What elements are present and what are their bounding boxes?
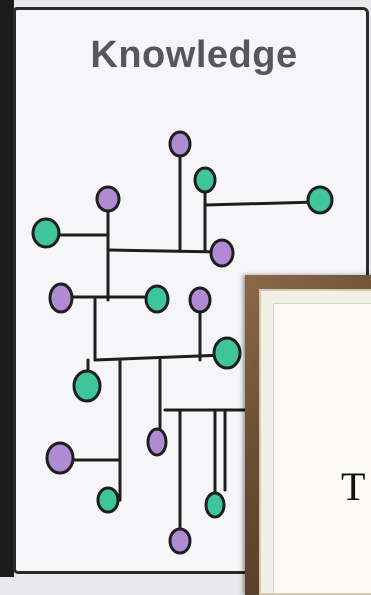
frame-canvas <box>273 303 371 593</box>
node-purple <box>47 443 73 473</box>
node-green <box>214 338 240 368</box>
node-purple <box>148 429 166 455</box>
node-purple <box>211 240 233 266</box>
node-green <box>195 168 215 192</box>
node-green <box>74 371 100 401</box>
node-purple <box>50 284 72 312</box>
node-purple <box>190 288 210 312</box>
node-green <box>308 187 332 213</box>
node-purple <box>170 132 190 156</box>
node-green <box>98 488 118 512</box>
node-purple <box>170 529 190 553</box>
frame-mat <box>259 289 371 595</box>
node-green <box>146 286 168 312</box>
node-purple <box>97 187 119 211</box>
node-green <box>33 219 59 247</box>
frame-text: T <box>341 463 365 510</box>
node-green <box>206 493 224 517</box>
picture-frame: T <box>245 275 371 595</box>
